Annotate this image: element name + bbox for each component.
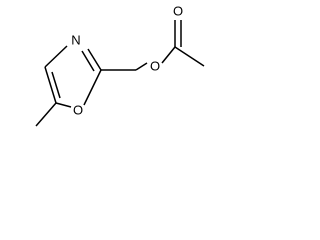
atom-label-carbonyl-oxygen: O [173, 4, 183, 19]
bond-o1-c2 [83, 69, 102, 106]
bond-c5-o1 [55, 102, 72, 108]
bond-c4-c5-double [51, 71, 61, 99]
bond-c5-methyl [35, 102, 57, 127]
bond-n-c4 [44, 45, 68, 68]
bond-ch2-oester [135, 62, 148, 71]
molecule-structure: N O O O [35, 4, 205, 127]
bond-c2-n-double [81, 50, 95, 72]
atom-label-ester-oxygen: O [150, 59, 160, 74]
atom-label-ring-nitrogen: N [71, 33, 80, 48]
bond-c4-c5-single [44, 66, 57, 104]
bond-oester-carbonyl-c [161, 46, 176, 64]
atom-label-ring-oxygen: O [73, 103, 83, 118]
bond-carbonyl-c-methyl [174, 46, 205, 67]
bond-n-c2 [87, 48, 102, 71]
